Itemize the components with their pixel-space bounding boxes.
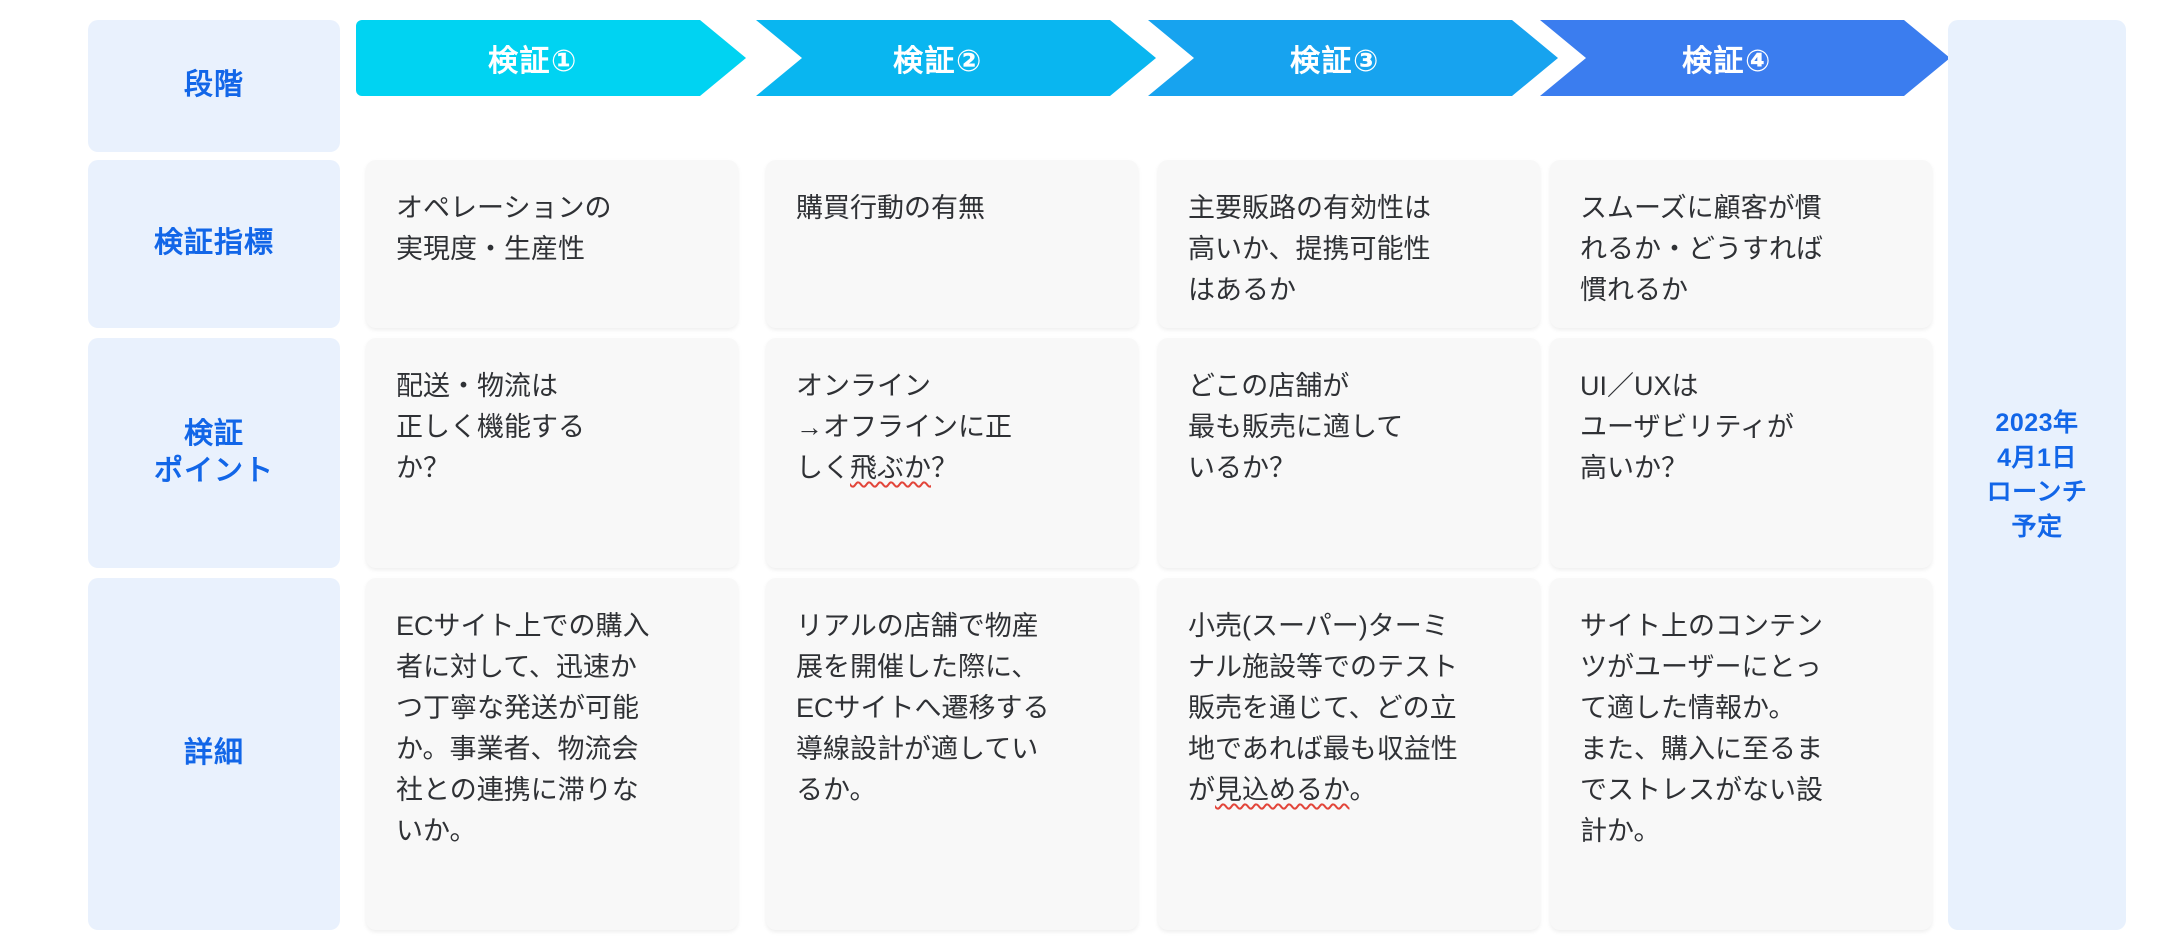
row-label-details-text: 詳細 xyxy=(183,737,244,770)
row-label-points: 検証 ポイント xyxy=(88,338,340,568)
row-label-points-text: 検証 ポイント xyxy=(153,417,274,487)
point-card-2: オンライン →オフラインに正 しく飛ぶか？ xyxy=(766,338,1138,568)
row-label-metrics: 検証指標 xyxy=(88,160,340,328)
point-card-3: どこの店舗が 最も販売に適して いるか？ xyxy=(1158,338,1540,568)
point-card-2-post: ？ xyxy=(931,453,958,484)
stage-arrow-1-label: 検証① xyxy=(488,45,578,78)
metrics-card-2: 購買行動の有無 xyxy=(766,160,1138,328)
detail-card-2: リアルの店舗で物産 展を開催した際に、 ECサイトへ遷移する 導線設計が適してい… xyxy=(766,578,1138,930)
row-label-stage-text: 段階 xyxy=(183,69,244,102)
stage-arrow-3-label: 検証③ xyxy=(1290,45,1380,78)
detail-card-3-post: 。 xyxy=(1349,775,1377,806)
detail-card-3-spellcheck-phrase: 見込めるか xyxy=(1215,775,1350,806)
stage-arrow-4[interactable]: 検証④ xyxy=(1540,20,1950,96)
row-label-column: 段階 検証指標 検証 ポイント 詳細 xyxy=(88,0,340,952)
detail-card-3-pre: 小売(スーパー)ターミ ナル施設等でのテスト 販売を通じて、どの立 地であれば最… xyxy=(1188,611,1458,806)
row-label-details: 詳細 xyxy=(88,578,340,930)
point-card-4: UI／UXは ユーザビリティが 高いか？ xyxy=(1550,338,1932,568)
metrics-card-3: 主要販路の有効性は 高いか、提携可能性 はあるか xyxy=(1158,160,1540,328)
detail-card-4: サイト上のコンテン ツがユーザーにとっ て適した情報か。 また、購入に至るま で… xyxy=(1550,578,1932,930)
stage-arrow-1[interactable]: 検証① xyxy=(356,20,746,96)
metrics-card-1: オペレーションの 実現度・生産性 xyxy=(366,160,738,328)
point-card-1: 配送・物流は 正しく機能する か？ xyxy=(366,338,738,568)
stage-arrow-2-label: 検証② xyxy=(893,45,983,78)
metrics-card-4: スムーズに顧客が慣 れるか・どうすれば 慣れるか xyxy=(1550,160,1932,328)
row-label-metrics-text: 検証指標 xyxy=(153,227,274,260)
row-label-stage: 段階 xyxy=(88,20,340,152)
launch-date-text: 2023年 4月1日 ローンチ 予定 xyxy=(1986,409,2088,541)
stage-arrow-2[interactable]: 検証② xyxy=(756,20,1156,96)
stage-arrow-4-label: 検証④ xyxy=(1682,45,1772,78)
stage-arrow-3[interactable]: 検証③ xyxy=(1148,20,1558,96)
point-card-2-pre: オンライン →オフラインに正 しく xyxy=(796,371,1012,484)
stage-arrow-row: 検証① 検証② 検証③ 検証④ xyxy=(0,20,2160,96)
detail-card-1: ECサイト上での購入 者に対して、迅速か つ丁寧な発送が可能 か。事業者、物流会… xyxy=(366,578,738,930)
point-card-2-spellcheck-phrase: 飛ぶか xyxy=(850,453,931,484)
launch-date-panel: 2023年 4月1日 ローンチ 予定 xyxy=(1948,20,2126,930)
detail-card-3: 小売(スーパー)ターミ ナル施設等でのテスト 販売を通じて、どの立 地であれば最… xyxy=(1158,578,1540,930)
